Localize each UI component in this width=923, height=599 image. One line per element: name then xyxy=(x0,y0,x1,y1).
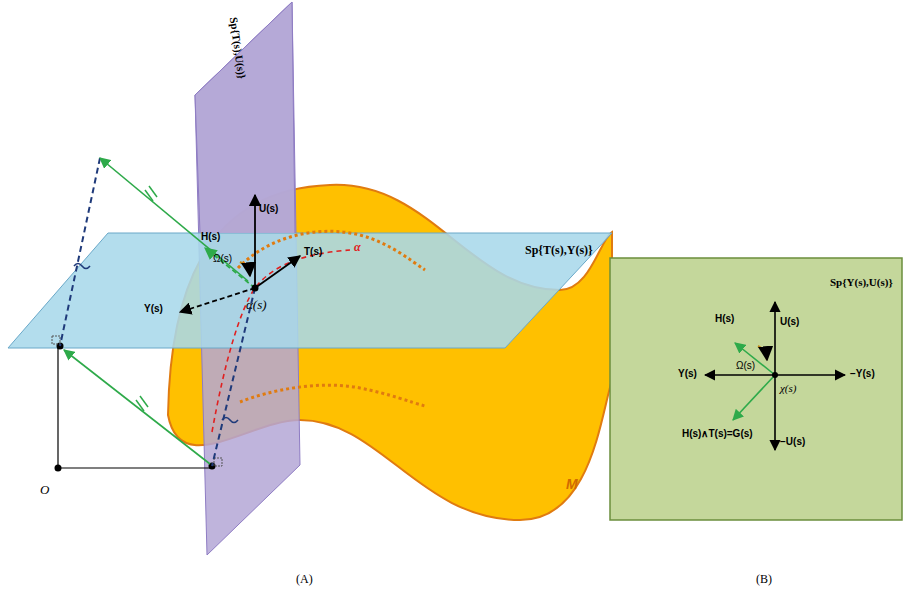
origin-label: O xyxy=(40,482,49,498)
vector-label: T(s) xyxy=(304,246,322,257)
plane-label: Sp{Y(s),U(s)} xyxy=(830,276,893,288)
angle-label: Ω(s) xyxy=(213,253,232,264)
vector-label: H(s)∧T(s)=G(s) xyxy=(682,428,753,439)
vector-label: U(s) xyxy=(259,203,278,214)
section-curve xyxy=(240,385,425,406)
curve-label: α xyxy=(354,240,361,255)
vector-label: −Y(s) xyxy=(850,368,875,379)
plane-label: Sp{T(s),Y(s)} xyxy=(525,243,593,258)
vector-label: −U(s) xyxy=(780,436,805,447)
point-label: χ(s) xyxy=(780,382,796,394)
surface-label: M xyxy=(566,476,578,492)
tangent-plane xyxy=(8,233,612,348)
vector-label: H(s) xyxy=(201,231,220,242)
vector-label: H(s) xyxy=(715,313,734,324)
origin-dot xyxy=(55,465,62,472)
vector-label: U(s) xyxy=(780,316,799,327)
curve-alpha xyxy=(212,250,350,432)
angle-label: Ω(s) xyxy=(736,360,755,371)
vector-label: Y(s) xyxy=(678,368,697,379)
normal-plane-top xyxy=(195,2,295,233)
plane-panel xyxy=(610,258,902,520)
plane-panel: Sp{Y(s),U(s)} U(s) H(s) Ω(s) Y(s) −Y(s) χ(s) H(… xyxy=(610,258,902,520)
panel-caption: (A) xyxy=(296,572,313,587)
panel-caption: (B) xyxy=(756,572,772,587)
section-curve xyxy=(238,231,425,270)
point-label: α(s) xyxy=(246,297,267,313)
vector-label: Y(s) xyxy=(144,303,163,314)
